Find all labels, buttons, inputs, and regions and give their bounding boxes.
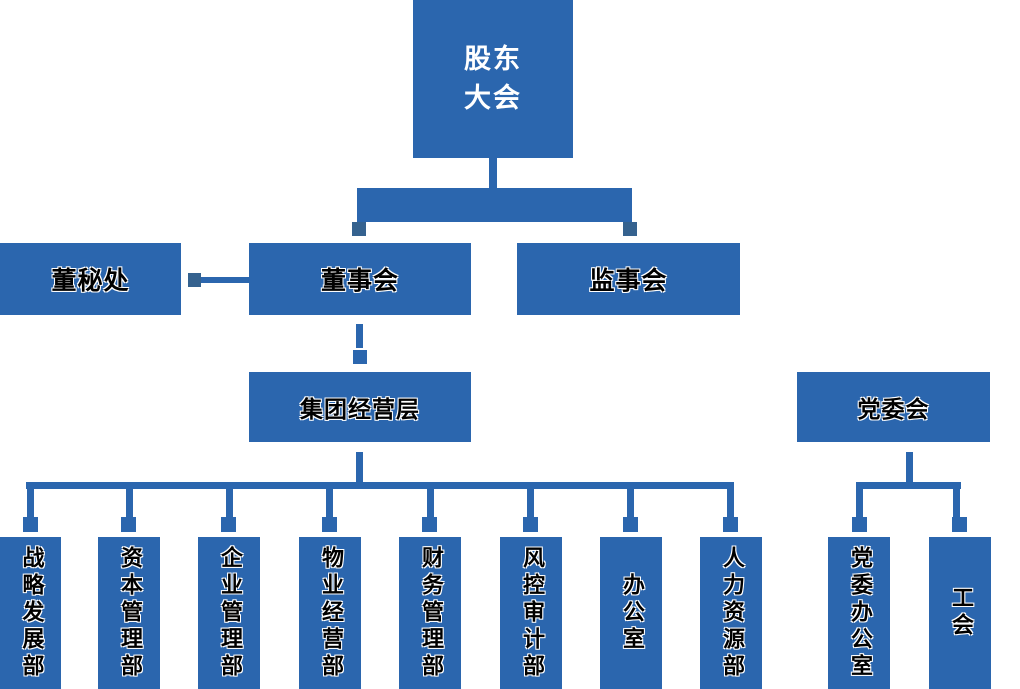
connector-secretary-square xyxy=(188,273,201,287)
connector-square-3 xyxy=(221,517,236,532)
node-party-committee: 党委会 xyxy=(797,372,990,442)
connector-party-drop-1 xyxy=(856,489,863,517)
node-financial-management-dept: 财务管理部 xyxy=(399,537,461,689)
connector-square-6 xyxy=(523,517,538,532)
connector-secretary-line xyxy=(201,277,249,283)
node-board-secretary-office: 董秘处 xyxy=(0,243,181,315)
node-group-management-label: 集团经营层 xyxy=(300,397,420,423)
connector-bar-left-square xyxy=(352,222,366,236)
connector-management-rail xyxy=(26,482,734,489)
node-enterprise-management-dept-label: 企业管理部 xyxy=(217,545,242,681)
node-board-of-directors: 董事会 xyxy=(249,243,471,315)
connector-bar-right-square xyxy=(623,222,637,236)
node-human-resources-dept: 人力资源部 xyxy=(700,537,762,689)
connector-square-2 xyxy=(121,517,136,532)
connector-drop-7 xyxy=(627,489,634,517)
node-board-secretary-office-label: 董秘处 xyxy=(51,266,130,295)
connector-square-4 xyxy=(322,517,337,532)
connector-drop-5 xyxy=(427,489,434,517)
connector-root-bar xyxy=(357,188,632,222)
node-board-of-directors-label: 董事会 xyxy=(320,266,399,295)
connector-root-stem xyxy=(489,157,497,189)
connector-party-square-1 xyxy=(852,517,867,532)
connector-party-stem xyxy=(906,452,913,483)
node-property-operation-dept-label: 物业经营部 xyxy=(318,545,343,681)
node-general-office-label: 办公室 xyxy=(619,572,644,654)
node-financial-management-dept-label: 财务管理部 xyxy=(418,545,443,681)
connector-drop-8 xyxy=(727,489,734,517)
connector-drop-3 xyxy=(226,489,233,517)
node-enterprise-management-dept: 企业管理部 xyxy=(198,537,260,689)
connector-square-1 xyxy=(23,517,38,532)
connector-square-8 xyxy=(723,517,738,532)
connector-party-rail xyxy=(856,482,961,489)
node-strategic-development-dept-label: 战略发展部 xyxy=(18,545,44,681)
connector-party-drop-2 xyxy=(953,489,960,517)
connector-board-square xyxy=(353,350,367,364)
connector-square-5 xyxy=(422,517,437,532)
connector-party-square-2 xyxy=(952,517,967,532)
node-capital-management-dept: 资本管理部 xyxy=(98,537,160,689)
node-capital-management-dept-label: 资本管理部 xyxy=(117,545,142,681)
node-party-committee-office: 党委办公室 xyxy=(828,537,890,689)
connector-board-stem xyxy=(356,324,363,348)
node-party-committee-label: 党委会 xyxy=(857,397,930,423)
node-supervisory-board: 监事会 xyxy=(517,243,740,315)
connector-drop-2 xyxy=(126,489,133,517)
node-shareholders-meeting: 股东 大会 xyxy=(413,0,573,158)
node-party-committee-office-label: 党委办公室 xyxy=(847,545,872,681)
node-general-office: 办公室 xyxy=(600,537,662,689)
node-human-resources-dept-label: 人力资源部 xyxy=(719,545,744,681)
node-risk-audit-dept-label: 风控审计部 xyxy=(519,545,544,681)
node-group-management: 集团经营层 xyxy=(249,372,471,442)
node-labor-union-label: 工会 xyxy=(948,586,973,640)
node-risk-audit-dept: 风控审计部 xyxy=(500,537,562,689)
node-labor-union: 工会 xyxy=(929,537,991,689)
node-supervisory-board-label: 监事会 xyxy=(589,266,668,295)
node-shareholders-meeting-label: 股东 大会 xyxy=(464,43,522,114)
node-property-operation-dept: 物业经营部 xyxy=(299,537,361,689)
connector-square-7 xyxy=(623,517,638,532)
connector-drop-6 xyxy=(527,489,534,517)
connector-drop-4 xyxy=(326,489,333,517)
connector-management-stem xyxy=(356,452,363,483)
connector-drop-1 xyxy=(27,489,34,517)
node-strategic-development-dept: 战略发展部 xyxy=(0,537,61,689)
